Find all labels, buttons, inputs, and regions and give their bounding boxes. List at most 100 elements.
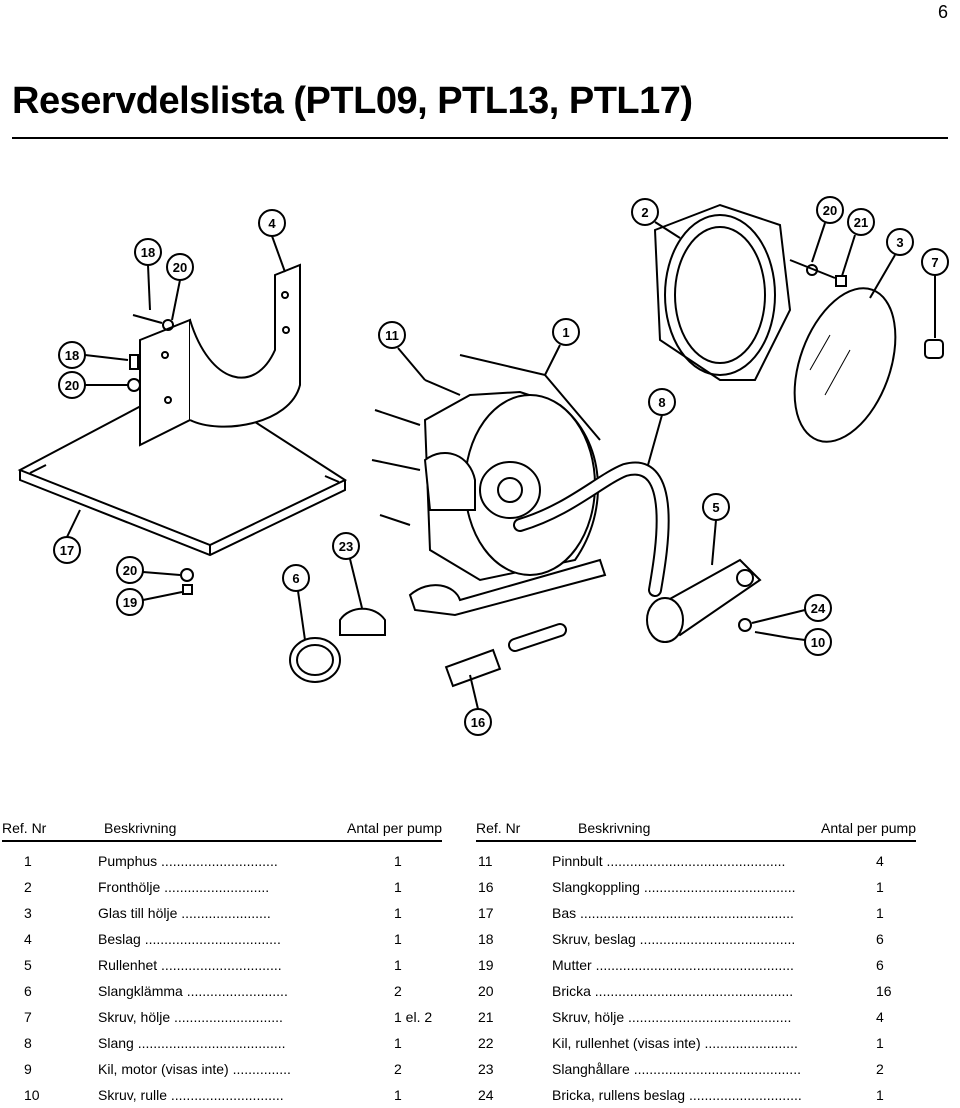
callout-5: 5: [702, 493, 730, 566]
callout-7: 7: [921, 248, 949, 338]
header-description: Beskrivning: [578, 820, 651, 836]
ref-number: 16: [478, 879, 494, 895]
ref-number: 20: [478, 983, 494, 999]
quantity: 4: [876, 1009, 884, 1025]
table-row: 11 Pinnbult .............................…: [476, 848, 916, 874]
callout-16: 16: [464, 674, 492, 736]
description: Slangkoppling ..........................…: [552, 879, 796, 895]
svg-text:16: 16: [471, 715, 485, 730]
page-title: Reservdelslista (PTL09, PTL13, PTL17): [12, 80, 693, 122]
ref-number: 7: [24, 1009, 32, 1025]
description: Pinnbult ...............................…: [552, 853, 786, 869]
description: Kil, motor (visas inte) ...............: [98, 1061, 291, 1077]
table-row: 22 Kil, rullenhet (visas inte) ..........…: [476, 1030, 916, 1056]
table-row: 24 Bricka, rullens beslag ...............…: [476, 1082, 916, 1108]
table-row: 7 Skruv, hölje ..........................…: [2, 1004, 442, 1030]
quantity: 1: [394, 1035, 402, 1051]
callout-17: 17: [53, 509, 81, 564]
callout-3: 3: [869, 228, 914, 299]
svg-text:19: 19: [123, 595, 137, 610]
parts-table-left: Ref. Nr Beskrivning Antal per pump 1 Pump…: [2, 820, 442, 1108]
ref-number: 10: [24, 1087, 40, 1103]
description: Skruv, beslag ..........................…: [552, 931, 796, 947]
bracket-drawing: [139, 263, 301, 447]
svg-text:1: 1: [562, 325, 569, 340]
ref-number: 11: [478, 853, 493, 869]
description: Pumphus ..............................: [98, 853, 278, 869]
roller-screws-drawing: [738, 618, 791, 639]
callout-11: 11: [378, 321, 426, 381]
hose-clamp-drawing: [289, 637, 341, 683]
parts-table-right: Ref. Nr Beskrivning Antal per pump 11 Pin…: [476, 820, 916, 1108]
ref-number: 5: [24, 957, 32, 973]
callout-18-left: 18: [58, 341, 129, 369]
callout-2: 2: [631, 198, 681, 239]
ref-number: 23: [478, 1061, 494, 1077]
hose-drawing: [508, 461, 670, 652]
quantity: 2: [876, 1061, 884, 1077]
base-plate-drawing: [17, 378, 348, 557]
description: Bas ....................................…: [552, 905, 794, 921]
ref-number: 2: [24, 879, 32, 895]
quantity: 4: [876, 853, 884, 869]
callout-24: 24: [751, 594, 832, 624]
svg-text:11: 11: [385, 328, 399, 343]
table-row: 23 Slanghållare .........................…: [476, 1056, 916, 1082]
svg-text:18: 18: [65, 348, 79, 363]
svg-text:5: 5: [712, 500, 719, 515]
page-number: 6: [937, 2, 948, 22]
callout-6: 6: [282, 564, 310, 641]
table-row: 9 Kil, motor (visas inte) ...............…: [2, 1056, 442, 1082]
description: Slanghållare ...........................…: [552, 1061, 801, 1077]
ref-number: 24: [478, 1087, 494, 1103]
header-quantity: Antal per pump: [347, 820, 442, 836]
ref-number: 9: [24, 1061, 32, 1077]
description: Bricka .................................…: [552, 983, 794, 999]
quantity: 1: [394, 957, 402, 973]
table-row: 20 Bricka ...............................…: [476, 978, 916, 1004]
ref-number: 19: [478, 957, 494, 973]
callout-label: 18: [141, 245, 155, 260]
table-header: Ref. Nr Beskrivning Antal per pump: [476, 820, 916, 842]
quantity: 1: [876, 879, 884, 895]
svg-text:20: 20: [65, 378, 79, 393]
ref-number: 18: [478, 931, 494, 947]
callout-8: 8: [647, 388, 676, 466]
callout-21: 21: [841, 208, 875, 277]
description: Beslag .................................…: [98, 931, 281, 947]
ref-number: 22: [478, 1035, 494, 1051]
svg-text:17: 17: [60, 543, 74, 558]
svg-text:8: 8: [658, 395, 665, 410]
callout-10: 10: [789, 628, 832, 656]
ref-number: 1: [24, 853, 32, 869]
description: Kil, rullenhet (visas inte) ............…: [552, 1035, 798, 1051]
callout-19: 19: [116, 588, 183, 616]
svg-text:20: 20: [173, 260, 187, 275]
svg-text:4: 4: [268, 216, 276, 231]
description: Bricka, rullens beslag .................…: [552, 1087, 802, 1103]
svg-text:2: 2: [641, 205, 648, 220]
svg-text:23: 23: [339, 539, 353, 554]
svg-text:7: 7: [931, 255, 938, 270]
svg-text:20: 20: [123, 563, 137, 578]
pump-housing-drawing: [408, 390, 607, 617]
quantity: 2: [394, 983, 402, 999]
table-header: Ref. Nr Beskrivning Antal per pump: [2, 820, 442, 842]
exploded-parts-diagram: 18 20 4 18 20 17 20 19 11 1 2 20 21 3 7 …: [0, 180, 960, 760]
description: Slangklämma ..........................: [98, 983, 288, 999]
quantity: 1: [394, 853, 402, 869]
callout-18-top: 18: [134, 238, 162, 311]
description: Skruv, hölje ...........................…: [98, 1009, 283, 1025]
header-description: Beskrivning: [104, 820, 177, 836]
callout-4: 4: [258, 209, 286, 273]
studs-drawing: [371, 379, 461, 526]
quantity: 16: [876, 983, 892, 999]
